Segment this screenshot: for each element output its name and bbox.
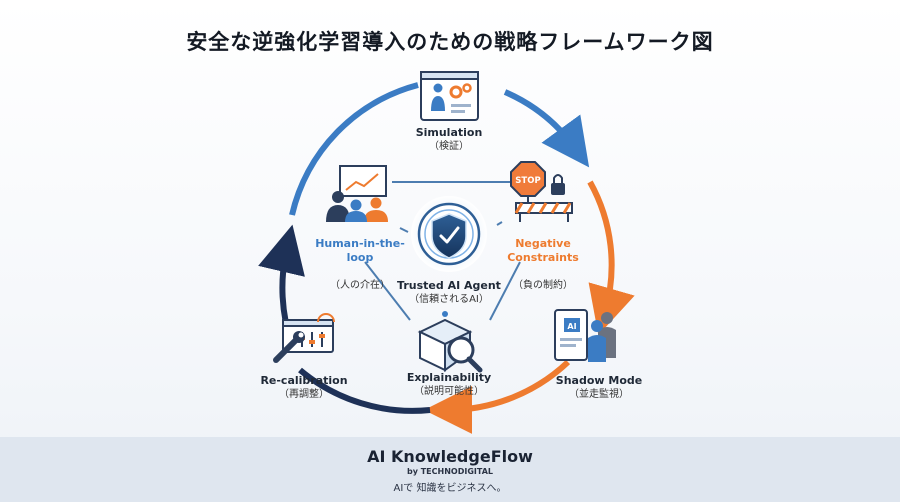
human-in-the-loop-label: Human-in-the- loop — [315, 237, 405, 264]
simulation-sub: （検証） — [429, 141, 469, 152]
lock-icon — [551, 174, 565, 195]
simulation-monitor-icon — [420, 71, 479, 121]
cycle-arrow-sim-to-neg — [503, 89, 590, 168]
explainability-label: Explainability — [406, 371, 492, 384]
simulation-node: Simulation （検証） — [389, 126, 509, 154]
cycle-arrow-explain-to-recal — [298, 367, 431, 414]
shadow-screen-text: AI — [567, 322, 576, 331]
simulation-label: Simulation — [415, 126, 483, 139]
framework-diagram: STOP AI — [258, 71, 635, 434]
shadow-mode-label: Shadow Mode — [555, 374, 643, 387]
negative-constraints-sub: （負の制約） — [513, 280, 573, 291]
recalibration-wrench-icon — [273, 313, 335, 363]
human-in-the-loop-node: Human-in-the- loop （人の介在） — [300, 223, 420, 307]
footer: AI KnowledgeFlow by TECHNODIGITAL AIで 知識… — [0, 437, 900, 502]
explainability-sub: （説明可能性） — [414, 386, 484, 397]
trusted-ai-agent-node: Trusted AI Agent （信頼されるAI） — [389, 279, 509, 307]
negative-constraints-label: Negative Constraints — [507, 237, 579, 264]
shadow-mode-node: Shadow Mode （並走監視） — [539, 374, 659, 402]
trusted-ai-agent-sub: （信頼されるAI） — [409, 294, 489, 305]
explainability-magnifier-icon — [417, 311, 483, 373]
trusted-ai-agent-label: Trusted AI Agent — [397, 279, 501, 292]
footer-brand: AI KnowledgeFlow — [367, 447, 533, 466]
negative-constraints-node: Negative Constraints （負の制約） — [483, 223, 603, 307]
stop-sign-icon: STOP — [510, 161, 573, 222]
shadow-mode-icon: AI — [554, 309, 616, 362]
page-title: 安全な逆強化学習導入のための戦略フレームワーク図 — [186, 30, 714, 54]
recalibration-node: Re-calibration （再調整） — [244, 374, 364, 402]
human-presentation-icon — [326, 165, 388, 222]
footer-by: by TECHNODIGITAL — [407, 467, 493, 476]
recalibration-label: Re-calibration — [260, 374, 348, 387]
cycle-arrow-human-to-sim — [289, 82, 419, 216]
shield-icon — [411, 196, 487, 272]
cycle-arrow-neg-to-shadow — [587, 180, 635, 336]
explainability-node: Explainability （説明可能性） — [389, 371, 509, 399]
stop-sign-text: STOP — [515, 176, 540, 186]
cycle-arrow-shadow-to-explain — [424, 359, 571, 434]
footer-tagline: AIで 知識をビジネスへ。 — [393, 483, 507, 494]
inner-links — [364, 181, 521, 321]
recalibration-sub: （再調整） — [279, 389, 329, 400]
human-in-the-loop-sub: （人の介在） — [330, 280, 390, 291]
shadow-mode-sub: （並走監視） — [569, 389, 629, 400]
